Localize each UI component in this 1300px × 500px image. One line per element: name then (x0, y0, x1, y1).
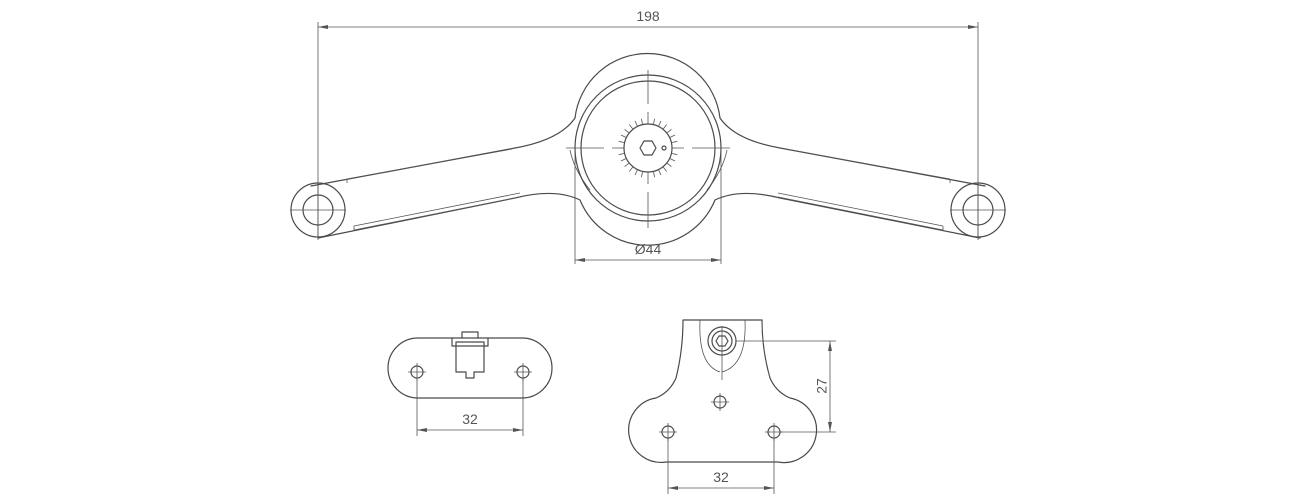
gear-tooth (652, 171, 656, 178)
dimension-base-plate-spacing: 32 (416, 378, 524, 436)
gear-tooth (618, 152, 625, 156)
gear-teeth (618, 118, 678, 178)
gear-tooth (620, 158, 627, 162)
base-plate-outline (387, 337, 553, 399)
gear-tooth (666, 128, 672, 134)
arrow-left (417, 428, 427, 432)
gear-tooth (662, 166, 668, 172)
dimension-overall-length: 198 (317, 8, 979, 240)
gear-tooth (658, 120, 662, 127)
hex-socket-icon (639, 140, 657, 156)
gear-tooth (640, 171, 644, 178)
bracket-flange-lines (699, 319, 746, 373)
arrow-right (711, 258, 721, 262)
hub-transition-left (569, 149, 591, 191)
bracket-height-label: 27 (814, 378, 830, 394)
gear-tooth (671, 140, 678, 144)
arrow-right (513, 428, 523, 432)
gear-tooth (669, 134, 676, 138)
dimension-bracket-height: 27 (736, 340, 836, 433)
arrow-top (828, 341, 832, 351)
gear-tooth (634, 169, 638, 176)
base-plate-spacing-label: 32 (462, 411, 478, 427)
dimension-hub-diameter: Ø44 (574, 150, 722, 264)
arrow-left (668, 486, 678, 490)
arrow-left (318, 25, 328, 29)
arrow-right (764, 486, 774, 490)
gear-tooth (658, 169, 662, 176)
gear-tooth (640, 118, 644, 125)
center-clip (451, 331, 489, 379)
gear-tooth (624, 128, 630, 134)
arm-outline-upper (310, 52, 986, 187)
center-hole-centerline (711, 393, 729, 411)
pointer-dot (661, 145, 667, 151)
gear-tooth (620, 134, 627, 138)
arm-outline-lower (317, 192, 981, 246)
arrow-bottom (828, 422, 832, 432)
hub-diameter-label: Ø44 (635, 241, 662, 257)
gear-tooth (618, 140, 625, 144)
right-arm-slot (777, 148, 951, 231)
bracket-spacing-label: 32 (713, 469, 729, 485)
lift-arm-top-view (290, 52, 1006, 246)
gear-tooth (662, 124, 668, 130)
base-plate-view (387, 331, 553, 399)
dimension-bracket-spacing: 32 (667, 438, 775, 494)
hub-gear-circle (623, 123, 673, 173)
gear-tooth (624, 162, 630, 168)
arrow-left (575, 258, 585, 262)
left-arm-slot (346, 148, 521, 231)
gear-tooth (652, 118, 656, 125)
overall-length-label: 198 (636, 8, 660, 24)
bracket-outline (628, 319, 818, 464)
arrow-right (968, 25, 978, 29)
gear-tooth (669, 158, 676, 162)
gear-tooth (634, 120, 638, 127)
gear-tooth (666, 162, 672, 168)
top-screw-hex-icon (715, 335, 729, 347)
gear-tooth (628, 166, 634, 172)
gear-tooth (628, 124, 634, 130)
gear-tooth (671, 152, 678, 156)
